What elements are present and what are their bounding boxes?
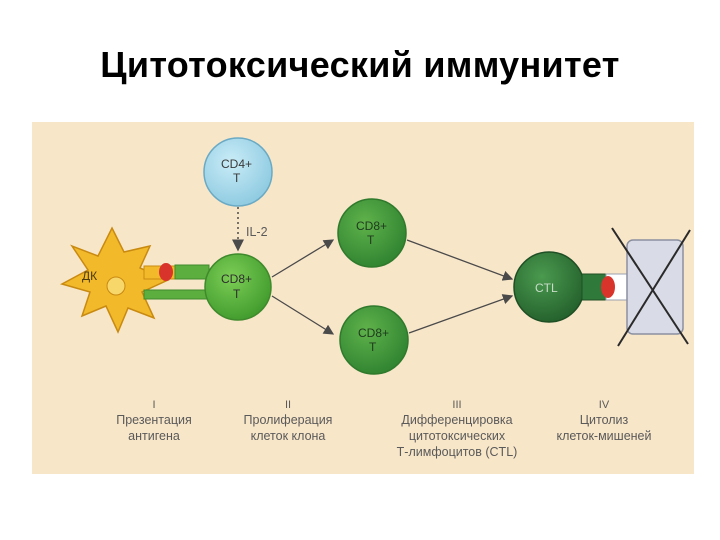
target-cell	[611, 227, 691, 347]
stage-3-line2: цитотоксических	[409, 429, 506, 443]
stage-4-line1: Цитолиз	[580, 413, 629, 427]
stage-2-number: II	[285, 399, 291, 411]
proliferation-arrow-down	[271, 295, 335, 335]
cd8-bottom-label: CD8+	[358, 326, 389, 340]
dendritic-cell: ДК	[60, 226, 170, 334]
antigen-presentation-contact	[143, 263, 210, 300]
stage-2-line2: клеток клона	[251, 429, 326, 443]
cd8-t-cell-main: CD8+ T	[204, 253, 272, 321]
cd4-t-cell: CD4+ T	[203, 137, 273, 207]
cd4-label: CD4+	[221, 157, 252, 171]
cd8-main-label: CD8+	[221, 272, 252, 286]
il2-label: IL-2	[246, 225, 268, 239]
stage-1-number: I	[152, 399, 155, 411]
stage-3-number: III	[452, 399, 461, 411]
stage-caption-2: II Пролиферация клеток клона	[244, 399, 333, 443]
stage-3-line3: Т-лимфоцитов (CTL)	[397, 445, 518, 459]
stage-caption-1: I Презентация антигена	[116, 399, 192, 443]
proliferation-arrow-up	[271, 239, 335, 278]
stage-1-line2: антигена	[128, 429, 180, 443]
stage-4-number: IV	[599, 399, 610, 411]
ctl-label: CTL	[535, 281, 558, 295]
cd8-top-label: CD8+	[356, 219, 387, 233]
stage-4-line2: клеток-мишеней	[556, 429, 651, 443]
stage-1-line1: Презентация	[116, 413, 192, 427]
dc-label: ДК	[82, 269, 97, 283]
cd8-t-cell-clone-top: CD8+ T	[337, 198, 407, 268]
cd8-top-label-t: T	[367, 233, 375, 247]
stage-2-line1: Пролиферация	[244, 413, 333, 427]
cd8-main-label-t: T	[233, 287, 241, 301]
stage-3-line1: Дифференцировка	[401, 413, 512, 427]
stage-caption-3: III Дифференцировка цитотоксических Т-ли…	[397, 399, 518, 459]
slide-title: Цитотоксический иммунитет	[100, 44, 620, 85]
cd8-bottom-label-t: T	[369, 340, 377, 354]
ctl-cell: CTL	[513, 251, 585, 323]
cd4-label-t: T	[233, 171, 241, 185]
differentiation-arrow-bottom	[408, 294, 514, 334]
stage-caption-4: IV Цитолиз клеток-мишеней	[556, 399, 651, 443]
ctl-target-contact	[581, 273, 629, 301]
cd8-t-cell-clone-bottom: CD8+ T	[339, 305, 409, 375]
differentiation-arrow-top	[406, 239, 514, 281]
